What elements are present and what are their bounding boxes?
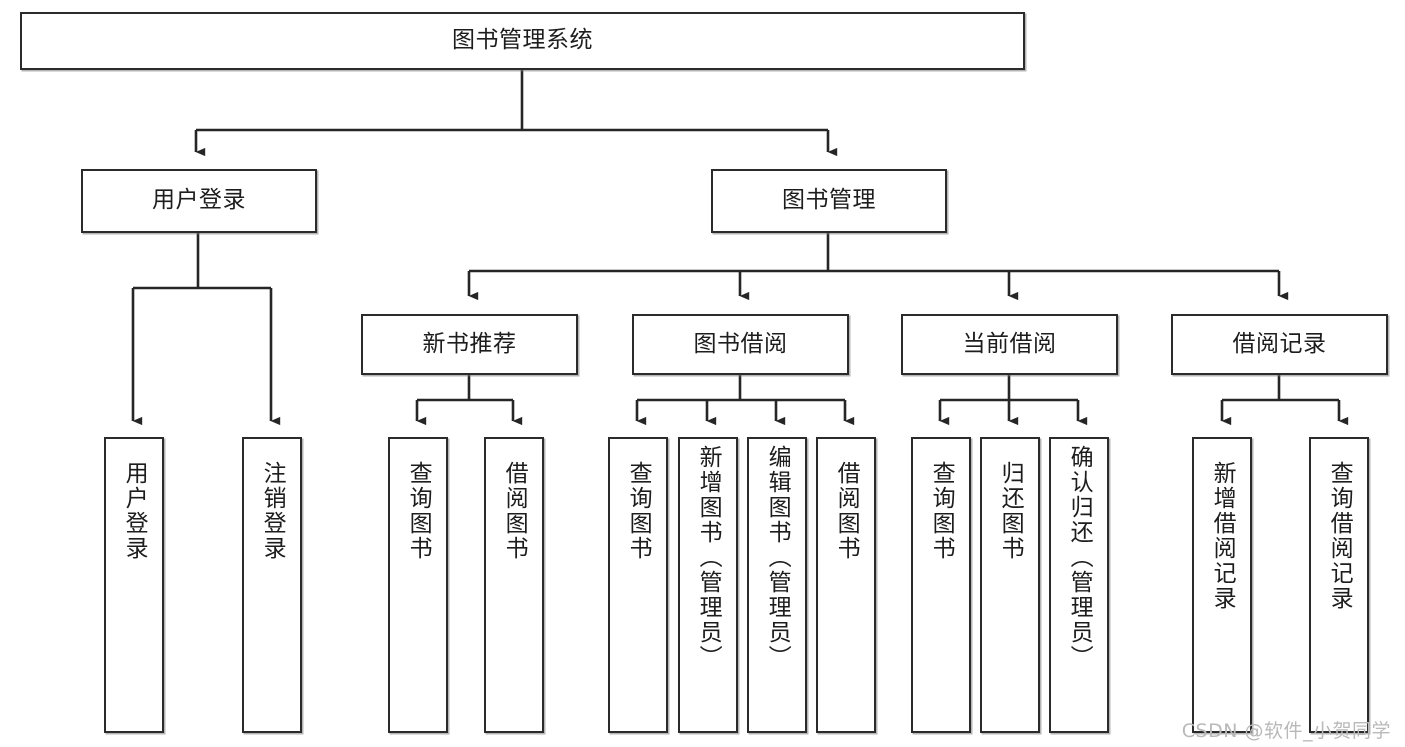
leaf-new-book-query-book[interactable]: 查询图书 [388, 437, 448, 733]
leaf-current-borrow-confirm-return-label: 确认归还（管理员） [1066, 445, 1093, 670]
node-borrow-record[interactable]: 借阅记录 [1171, 314, 1388, 375]
leaf-current-borrow-return-book-label: 归还图书 [997, 461, 1024, 561]
node-user-login[interactable]: 用户登录 [81, 169, 317, 233]
node-current-borrow-label: 当前借阅 [962, 330, 1057, 357]
node-book-borrow[interactable]: 图书借阅 [632, 314, 849, 375]
node-new-book-recommend-label: 新书推荐 [422, 330, 517, 357]
leaf-book-borrow-borrow-book-label: 借阅图书 [833, 461, 860, 561]
leaf-current-borrow-query-book[interactable]: 查询图书 [911, 437, 971, 733]
leaf-book-borrow-borrow-book[interactable]: 借阅图书 [816, 437, 876, 733]
node-user-login-label: 用户登录 [152, 187, 246, 214]
leaf-current-borrow-query-book-label: 查询图书 [928, 461, 955, 561]
node-current-borrow[interactable]: 当前借阅 [901, 314, 1118, 375]
leaf-borrow-record-query-record-label: 查询借阅记录 [1326, 461, 1353, 611]
node-book-management[interactable]: 图书管理 [711, 169, 947, 233]
leaf-new-book-query-book-label: 查询图书 [405, 461, 432, 561]
leaf-current-borrow-confirm-return[interactable]: 确认归还（管理员） [1049, 437, 1109, 733]
leaf-book-borrow-query-book[interactable]: 查询图书 [608, 437, 668, 733]
leaf-user-login-do-login[interactable]: 用户登录 [104, 437, 164, 733]
leaf-new-book-borrow-book[interactable]: 借阅图书 [484, 437, 544, 733]
node-book-borrow-label: 图书借阅 [693, 330, 788, 357]
leaf-borrow-record-add-record-label: 新增借阅记录 [1209, 461, 1236, 611]
leaf-borrow-record-query-record[interactable]: 查询借阅记录 [1309, 437, 1369, 733]
leaf-book-borrow-add-book-label: 新增图书（管理员） [695, 445, 722, 670]
node-root-label: 图书管理系统 [452, 27, 593, 54]
csdn-watermark: CSDN @软件_小贺同学 [1181, 720, 1391, 742]
leaf-borrow-record-add-record[interactable]: 新增借阅记录 [1192, 437, 1252, 733]
leaf-user-login-logout[interactable]: 注销登录 [242, 437, 302, 733]
leaf-book-borrow-edit-book[interactable]: 编辑图书（管理员） [747, 437, 807, 733]
leaf-user-login-do-login-label: 用户登录 [121, 461, 148, 561]
node-root[interactable]: 图书管理系统 [20, 12, 1025, 70]
leaf-book-borrow-query-book-label: 查询图书 [625, 461, 652, 561]
node-book-management-label: 图书管理 [782, 187, 876, 214]
node-new-book-recommend[interactable]: 新书推荐 [361, 314, 578, 375]
leaf-new-book-borrow-book-label: 借阅图书 [501, 461, 528, 561]
node-borrow-record-label: 借阅记录 [1232, 330, 1327, 357]
leaf-user-login-logout-label: 注销登录 [259, 461, 286, 561]
leaf-current-borrow-return-book[interactable]: 归还图书 [980, 437, 1040, 733]
leaf-book-borrow-add-book[interactable]: 新增图书（管理员） [678, 437, 738, 733]
leaf-book-borrow-edit-book-label: 编辑图书（管理员） [764, 445, 791, 670]
